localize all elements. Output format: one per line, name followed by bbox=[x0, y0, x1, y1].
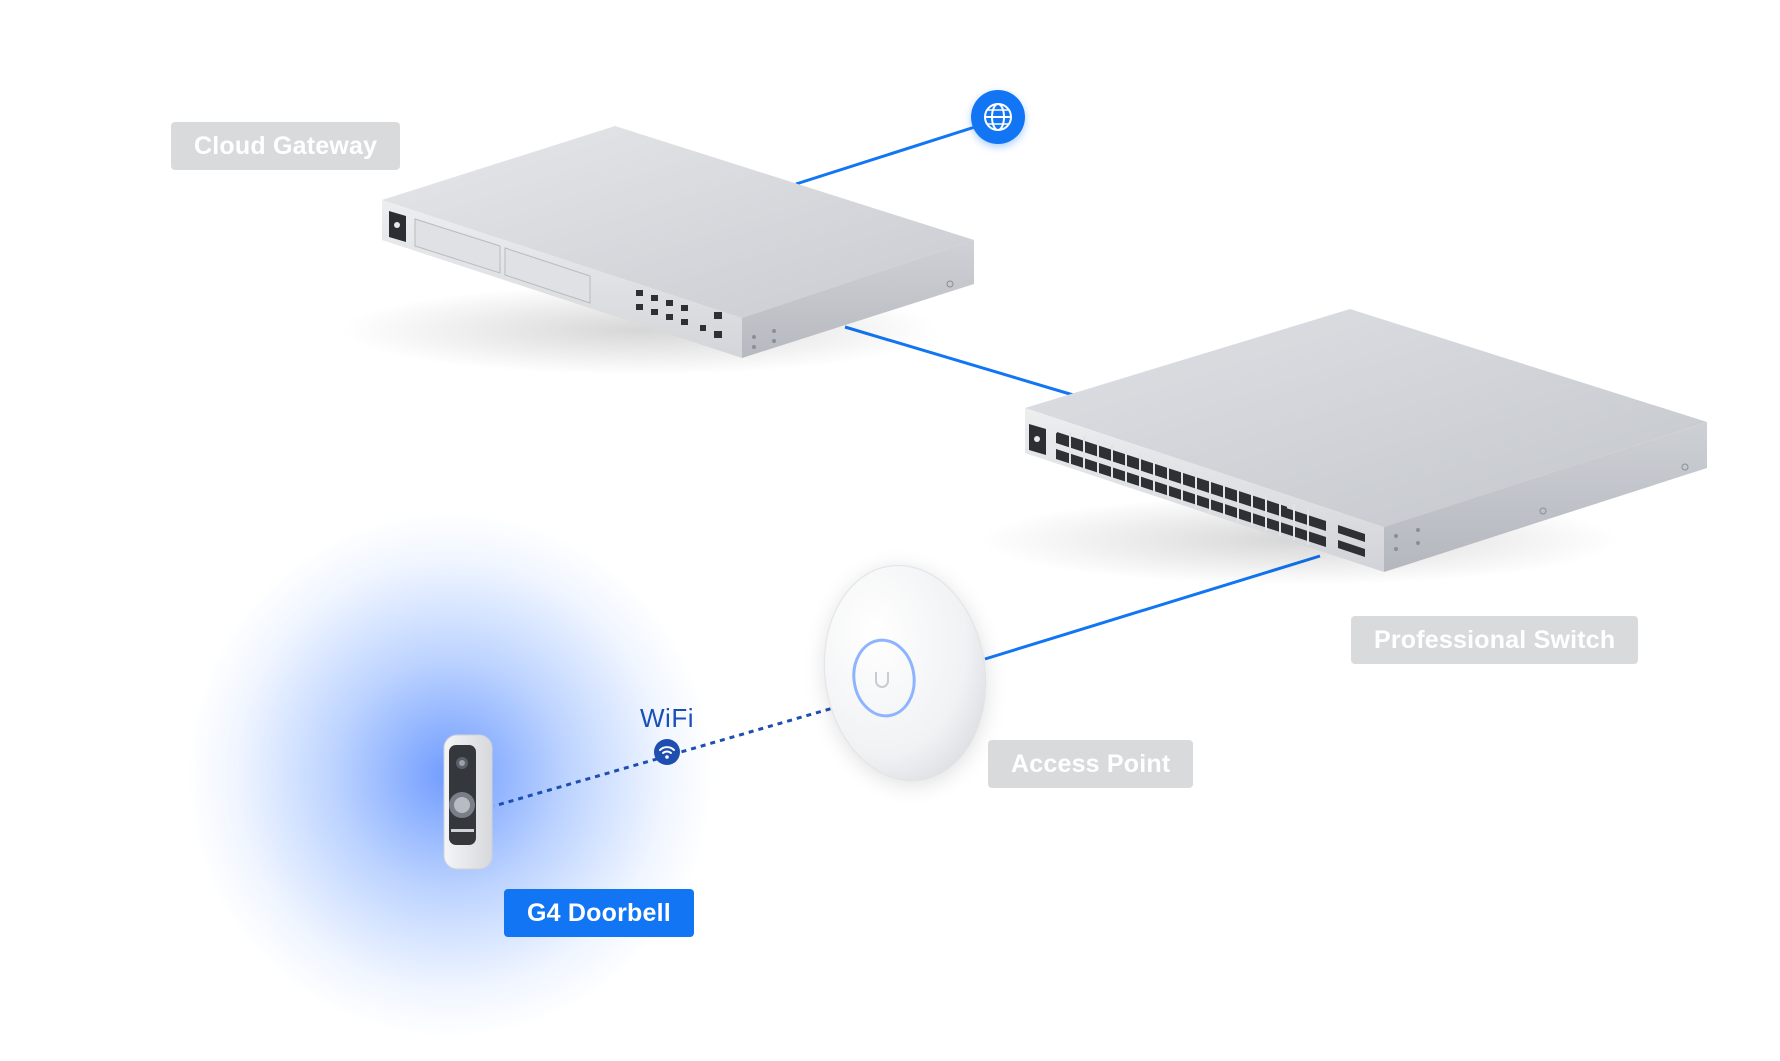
wifi-link-label: WiFi bbox=[640, 703, 694, 733]
link-gateway-switch bbox=[844, 325, 1081, 399]
internet-node[interactable] bbox=[971, 90, 1025, 144]
label-access-point[interactable]: Access Point bbox=[988, 740, 1194, 788]
label-professional-switch[interactable]: Professional Switch bbox=[1351, 616, 1639, 664]
label-g4-doorbell[interactable]: G4 Doorbell bbox=[504, 889, 694, 937]
link-internet-gateway bbox=[795, 125, 976, 186]
label-cloud-gateway[interactable]: Cloud Gateway bbox=[171, 122, 401, 170]
globe-icon bbox=[984, 103, 1012, 131]
wifi-badge bbox=[654, 739, 680, 765]
link-switch-ap bbox=[984, 554, 1321, 661]
wifi-icon bbox=[659, 746, 675, 759]
